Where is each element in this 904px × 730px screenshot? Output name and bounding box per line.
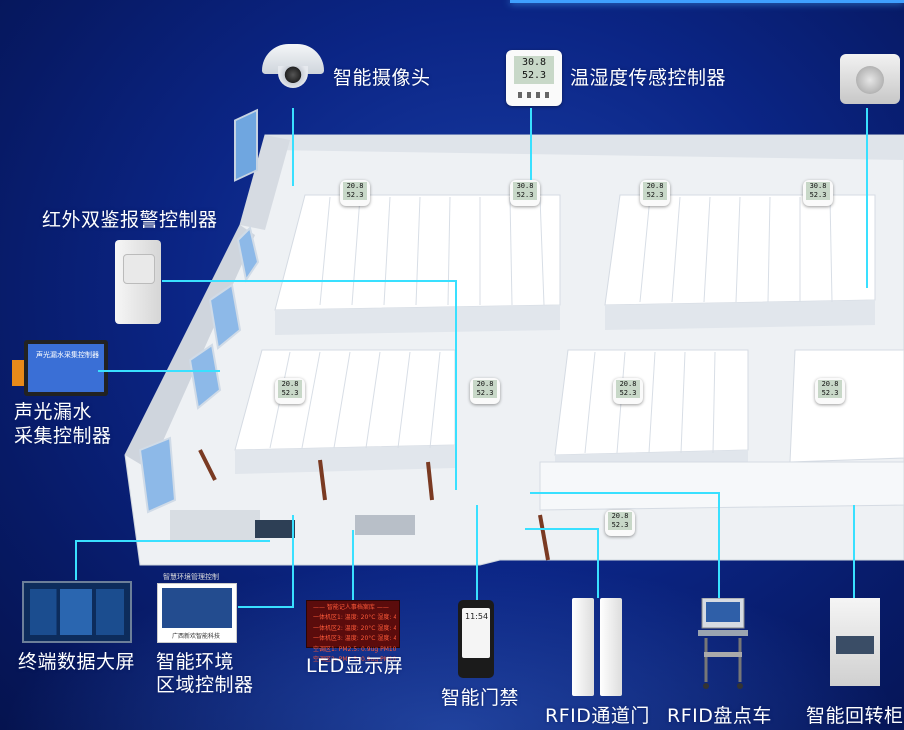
access-time: 11:54 <box>465 612 489 621</box>
connector-access <box>476 505 478 600</box>
label-rotary: 智能回转柜 <box>806 705 904 727</box>
top-accent-line <box>510 0 904 3</box>
leak-panel-title: 声光漏水采集控制器 <box>36 351 99 359</box>
connector-pir-v <box>455 280 457 490</box>
connector-camera <box>292 108 294 186</box>
label-bigscreen: 终端数据大屏 <box>18 651 136 673</box>
thermo-reading-top: 30.8 <box>521 57 547 68</box>
connector-zone-h <box>238 606 294 608</box>
shelving-block-2 <box>604 194 876 330</box>
thermo-device: 30.8 52.3 <box>506 50 562 106</box>
connector-pir-h <box>162 280 456 282</box>
label-leak-1: 声光漏水 <box>14 401 93 423</box>
zone-controller-device: 智慧环境管理控制 广西新欢智能科技 <box>157 573 237 643</box>
connector-rotary <box>853 505 855 598</box>
led-line: 空调区1: PM2.5: 0.9ug PM10: 0.9ug <box>313 645 396 653</box>
led-line: —— 智能记人事档案库 —— <box>313 604 389 611</box>
led-line: 空调区2: PM2.5: 0.9ug PM10: 0.9ug <box>313 656 396 664</box>
access-control-device: 11:54 <box>458 600 494 678</box>
label-rfid-gate: RFID通道门 <box>545 705 650 727</box>
zone-panel-caption: 智慧环境管理控制 <box>163 573 219 581</box>
smoke-detector-device <box>840 54 900 104</box>
label-zone-2: 区域控制器 <box>156 674 254 696</box>
rfid-gate-right <box>600 598 622 696</box>
label-zone-1: 智能环境 <box>156 651 235 673</box>
connector-bigscreen-v <box>75 540 77 580</box>
camera-device <box>262 44 324 88</box>
led-display-device: —— 智能记人事档案库 —— 一体机区1: 温度: 20°C 湿度: 45%RH 一… <box>306 600 400 663</box>
bottom-glow <box>0 560 904 730</box>
rotary-cabinet-device <box>830 598 880 686</box>
pir-alarm-device <box>115 240 161 324</box>
connector-bigscreen-h <box>75 540 270 542</box>
label-leak-2: 采集控制器 <box>14 425 112 447</box>
label-pir: 红外双鉴报警控制器 <box>42 209 218 231</box>
connector-smoke <box>866 108 868 288</box>
label-led: LED显示屏 <box>306 655 404 677</box>
led-lines: —— 智能记人事档案库 —— 一体机区1: 温度: 20°C 湿度: 45%RH 一… <box>307 601 399 667</box>
big-screen-device <box>22 581 132 643</box>
led-line: 一体机区1: 温度: 20°C 湿度: 45%RH <box>313 614 396 622</box>
shelving-block-5 <box>789 349 904 463</box>
rfid-cart-device <box>692 597 754 690</box>
label-access: 智能门禁 <box>441 687 520 709</box>
connector-led <box>352 530 354 600</box>
rfid-gate-left <box>572 598 594 696</box>
connector-cart-h <box>530 492 720 494</box>
connector-thermo <box>530 108 532 180</box>
leak-controller-device: 声光漏水采集控制器 <box>12 340 108 396</box>
connector-zone-v <box>292 515 294 607</box>
led-line: 一体机区3: 温度: 20°C 湿度: 45%RH <box>313 635 396 643</box>
label-rfid-cart: RFID盘点车 <box>667 705 772 727</box>
connector-cart-v <box>718 492 720 598</box>
label-thermo: 温湿度传感控制器 <box>570 67 727 89</box>
connector-gate-h <box>525 528 599 530</box>
connector-gate-v <box>597 528 599 598</box>
shelving-block-3 <box>234 349 456 474</box>
label-camera: 智能摄像头 <box>333 67 431 89</box>
led-line: 一体机区2: 温度: 20°C 湿度: 45%RH <box>313 624 396 632</box>
zone-panel-footer: 广西新欢智能科技 <box>172 633 221 640</box>
connector-leak <box>98 370 220 372</box>
thermo-reading-bottom: 52.3 <box>521 70 547 81</box>
